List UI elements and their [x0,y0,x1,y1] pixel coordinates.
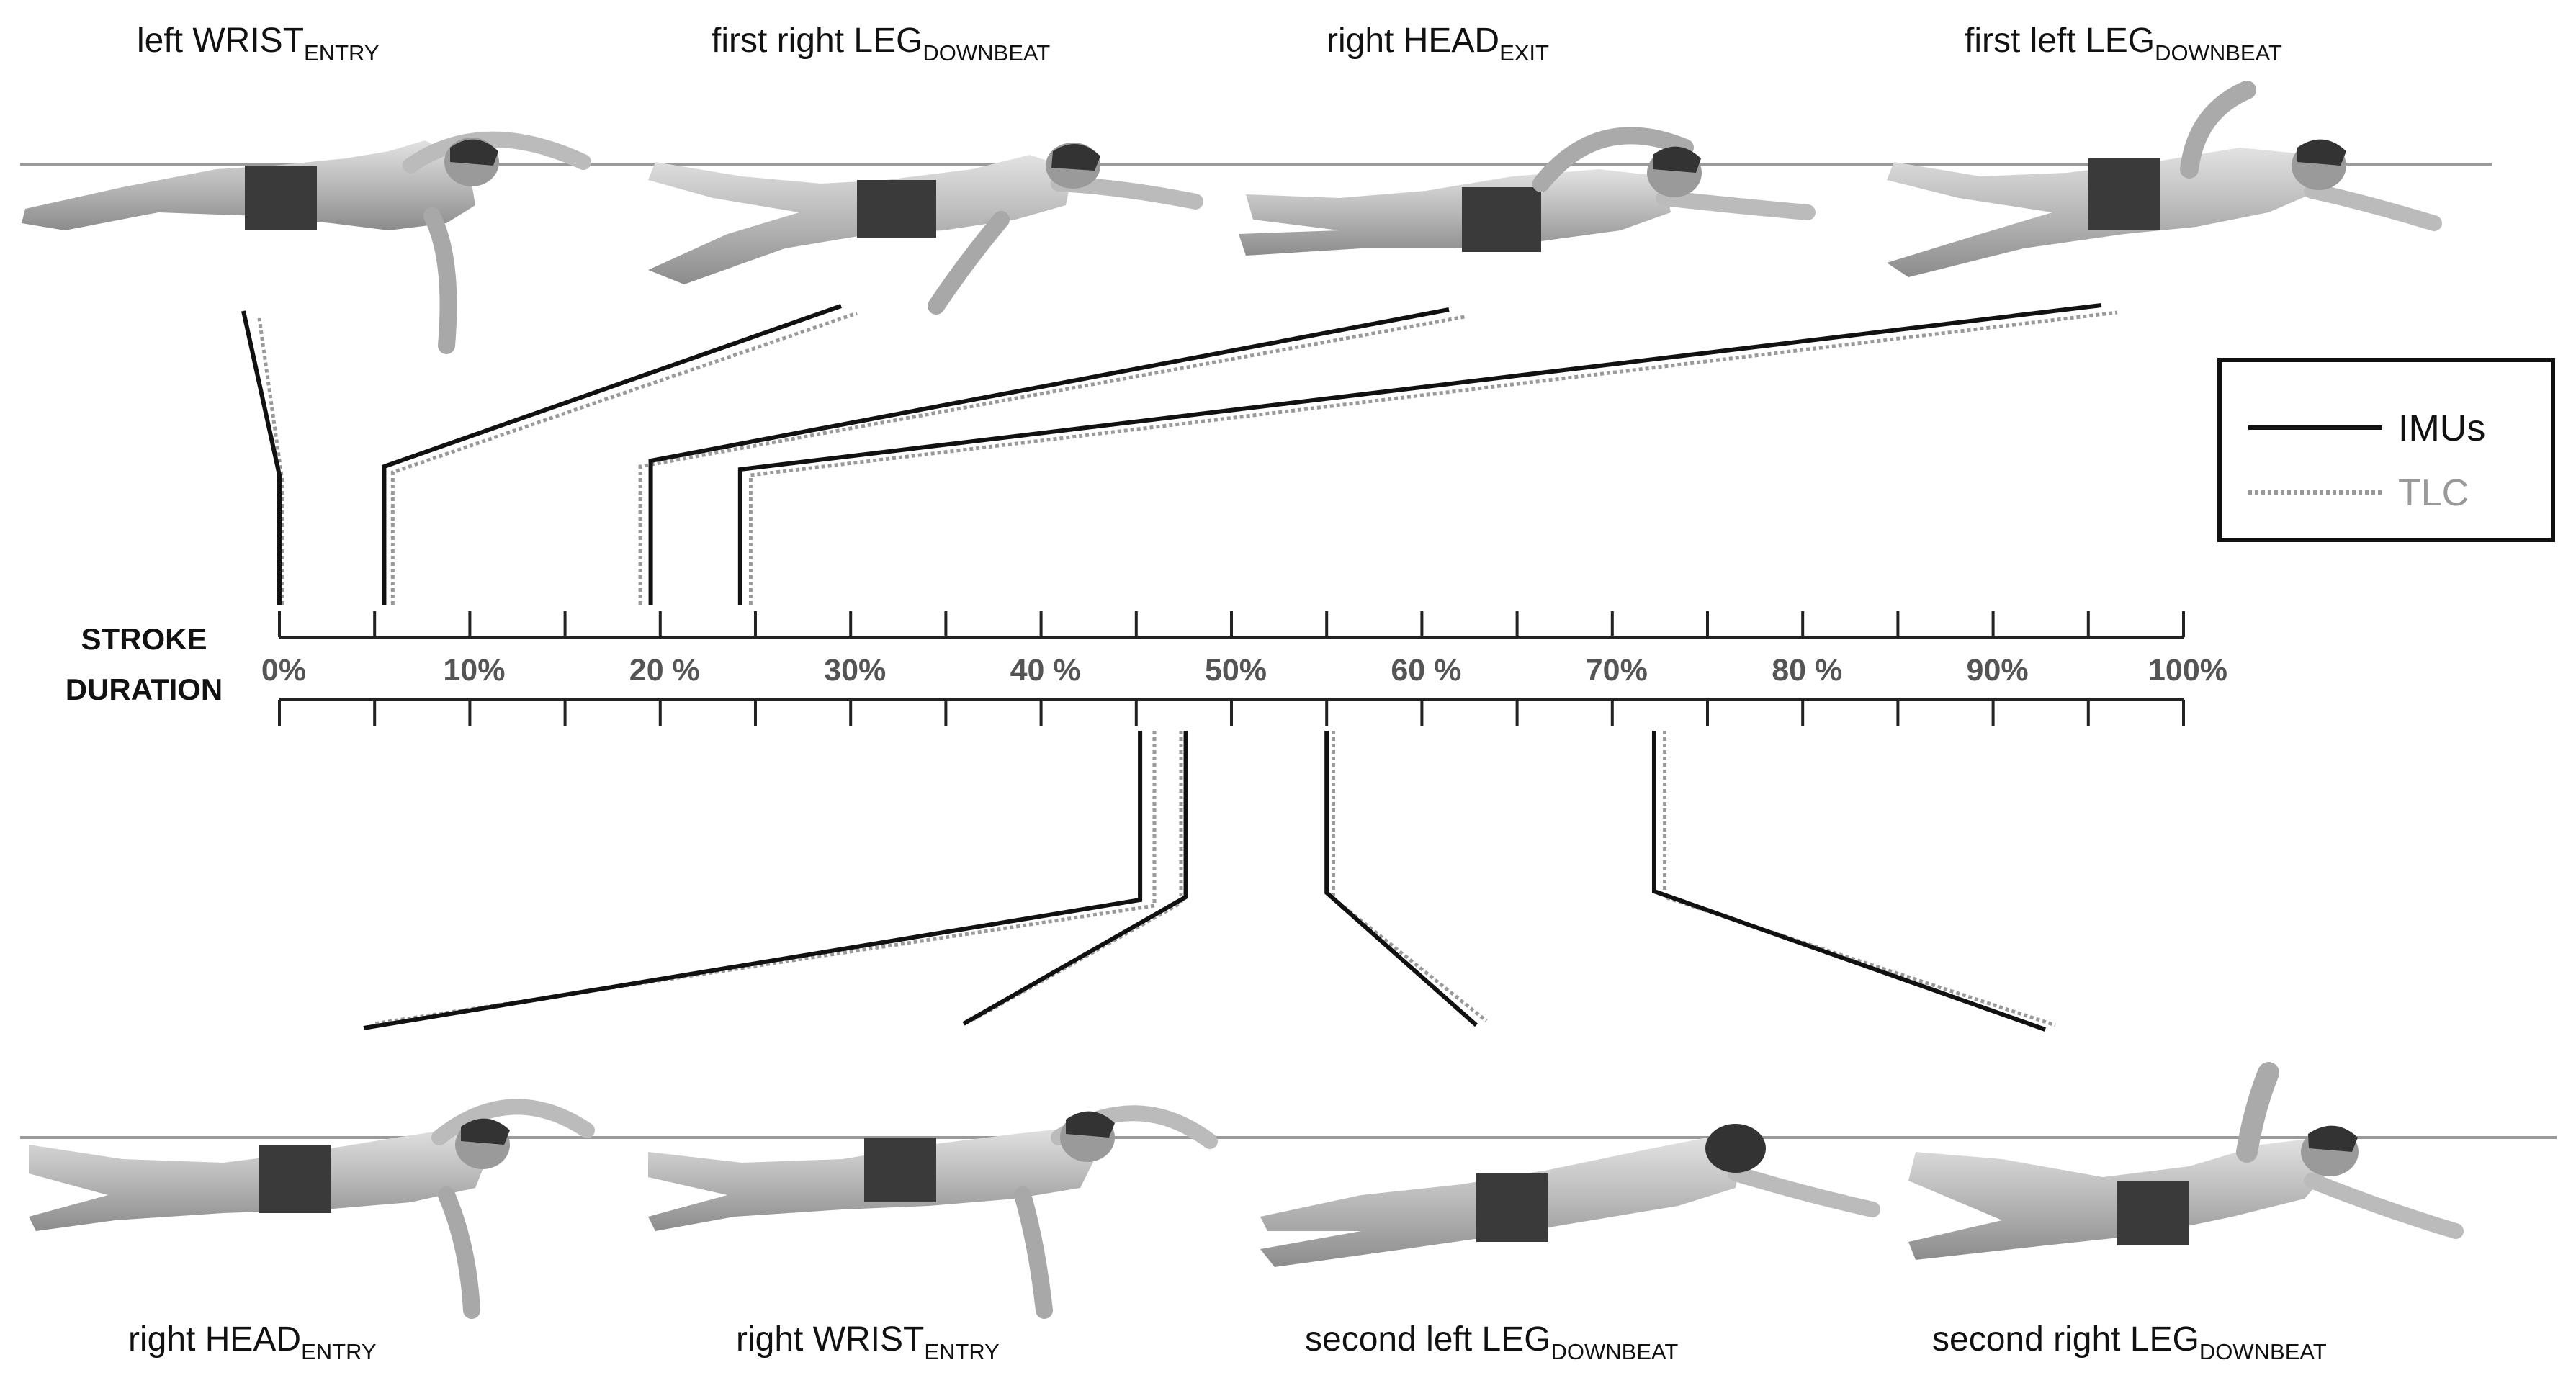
axis-tick-label: 30% [824,653,886,688]
swimmer-figure-right-wrist-entry [648,1105,1218,1319]
axis-title-line1: STROKE [81,622,207,656]
swimmer-figure-second-left-leg-downbeat [1260,1124,1880,1267]
axis-tick-label: 100% [2148,653,2227,688]
connector-imus [1651,731,2047,1032]
event-label-first-right-leg-downbeat: first right LEGDOWNBEAT [712,22,1050,66]
axis-tick-label: 50% [1205,653,1267,688]
axis-tick-label: 10% [443,653,505,688]
event-label-first-left-leg-downbeat: first left LEGDOWNBEAT [1965,22,2282,66]
axis-tick-label: 90% [1967,653,2029,688]
axis-top-ruler [278,611,2185,639]
event-label-right-head-entry: right HEADENTRY [128,1320,377,1364]
axis-tick-label: 20 % [629,653,700,688]
connector-imus [241,310,282,605]
connector-tlc [972,731,1183,1022]
connector-imus [648,307,1450,605]
connector-tlc [638,315,1466,605]
axis-tick-labels: 0% 10% 20 % 30% 40 % 50% 60 % 70% 80 % 90% 100% [261,653,2227,688]
connector-imus [363,731,1143,1030]
swimmer-figure-second-right-leg-downbeat [1908,1062,2464,1260]
connector-tlc [257,317,284,605]
legend-box [2217,358,2555,542]
connector-tlc [748,310,2118,605]
axis-tick-label: 0% [261,653,306,688]
event-label-second-right-leg-downbeat: second right LEGDOWNBEAT [1932,1320,2327,1364]
axis-tick-label: 80 % [1772,653,1842,688]
event-connectors [241,303,2118,1032]
swimmer-figure-right-head-exit [1239,127,1816,256]
event-label-right-head-exit: right HEADEXIT [1327,22,1549,66]
legend: IMUs TLC [2217,358,2555,542]
connector-tlc [390,311,858,605]
connector-imus [1324,731,1478,1027]
event-label-right-wrist-entry: right WRISTENTRY [736,1320,1000,1364]
swimmer-figure-right-head-entry [29,1099,595,1319]
axis-tick-label: 60 % [1391,653,1461,688]
swimmer-figure-first-right-leg-downbeat [648,143,1203,315]
swimmer-figure-left-wrist-entry [22,131,591,354]
swimmer-figure-first-left-leg-downbeat [1887,81,2442,277]
connector-tlc [1331,731,1488,1022]
axis-bottom-ruler [278,698,2185,726]
event-label-left-wrist-entry: left WRISTENTRY [137,22,380,66]
legend-tlc-label: TLC [2398,472,2469,514]
connector-tlc [1663,731,2056,1027]
legend-imus-label: IMUs [2398,407,2485,449]
connector-imus [382,304,842,605]
axis-tick-label: 70% [1586,653,1648,688]
axis-title-line2: DURATION [66,672,223,706]
axis-tick-label: 40 % [1010,653,1081,688]
connector-imus [737,303,2102,605]
connector-imus [962,731,1188,1026]
event-label-second-left-leg-downbeat: second left LEGDOWNBEAT [1305,1320,1678,1364]
